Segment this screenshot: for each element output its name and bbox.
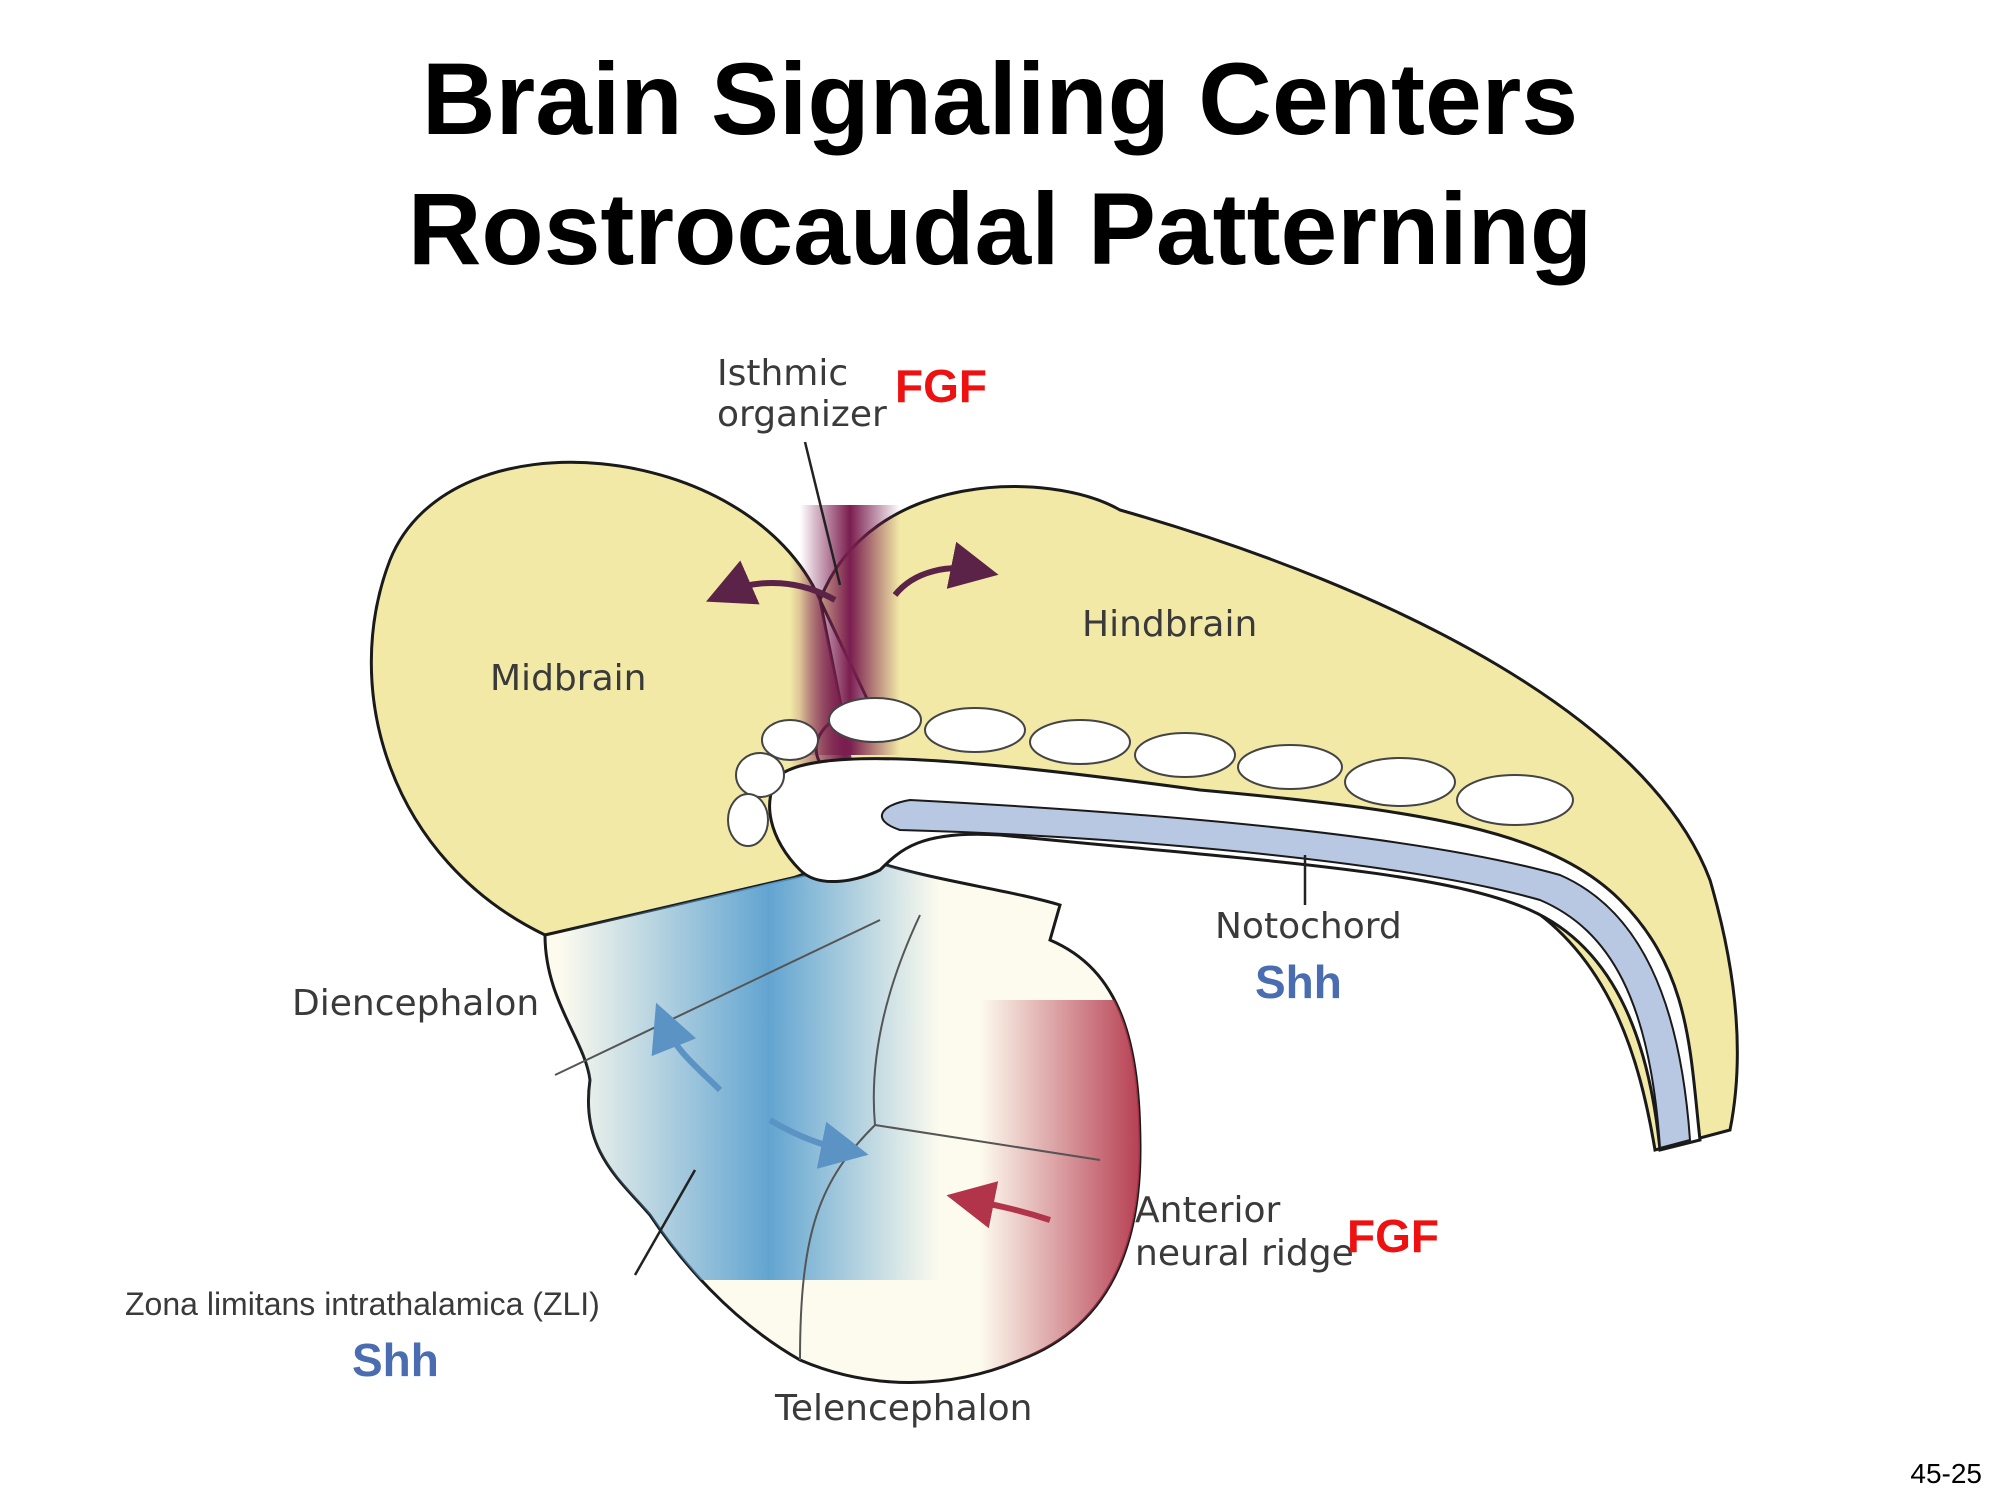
notochord-label: Notochord (1215, 906, 1402, 947)
somite (1237, 744, 1343, 790)
somite (727, 793, 769, 847)
shh-zli-label: Shh (352, 1334, 439, 1386)
zli-label: Zona limitans intrathalamica (ZLI) (125, 1286, 600, 1322)
isthmic-label-line1: Isthmic (717, 353, 848, 394)
anterior-label-line2: neural ridge (1135, 1233, 1354, 1274)
anterior-neural-ridge-zone (980, 1000, 1140, 1383)
title-line-2: Rostrocaudal Patterning (407, 172, 1593, 286)
isthmus-arrow-right (892, 541, 999, 597)
zli-arrow-up (651, 1002, 723, 1093)
somite (735, 752, 785, 798)
segment-line (874, 1124, 1101, 1161)
anr-arrow (946, 1181, 1051, 1229)
zli-leader-line (633, 1169, 697, 1276)
shh-notochord-label: Shh (1255, 956, 1342, 1008)
forebrain-region (543, 858, 1142, 1384)
segment-line (554, 919, 881, 1076)
somite (761, 719, 819, 761)
isthmus-arrow-left (706, 560, 837, 605)
somite (1456, 774, 1574, 826)
zli-blue-zone (560, 860, 940, 1280)
somite (1029, 719, 1131, 765)
page-number: 45-25 (1910, 1458, 1982, 1489)
somite (1134, 732, 1236, 778)
anterior-label-line1: Anterior (1135, 1190, 1281, 1231)
midbrain-label: Midbrain (490, 658, 646, 699)
zli-arrow-down (768, 1117, 869, 1169)
fgf-anr-label: FGF (1347, 1210, 1439, 1262)
somite (1344, 757, 1456, 807)
title-line-1: Brain Signaling Centers (421, 42, 1579, 156)
hindbrain-label: Hindbrain (1082, 604, 1257, 645)
fgf-isthmic-label: FGF (895, 360, 987, 412)
somite-row (727, 697, 1574, 847)
diencephalon-label: Diencephalon (292, 983, 539, 1024)
isthmic-leader-line (803, 441, 842, 586)
isthmic-label-line2: organizer (717, 394, 887, 435)
somite (924, 707, 1026, 753)
telencephalon-label: Telencephalon (774, 1388, 1033, 1429)
segment-line (799, 914, 921, 1361)
notochord (880, 798, 1692, 1150)
somite (828, 697, 922, 743)
